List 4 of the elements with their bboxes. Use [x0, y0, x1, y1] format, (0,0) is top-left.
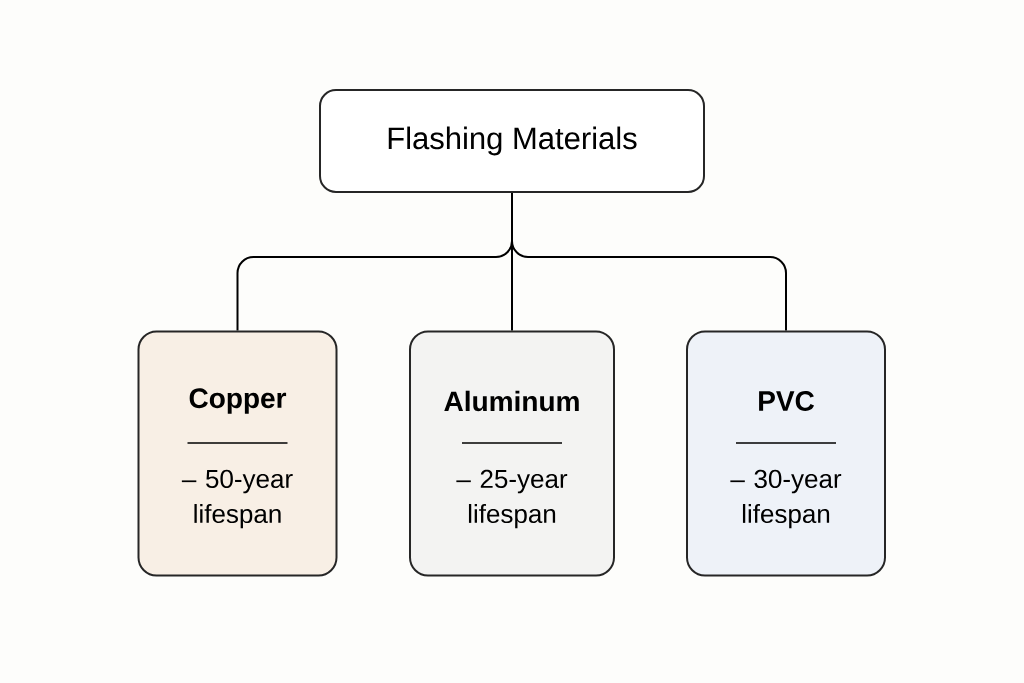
- material-box: Aluminum – 25-year lifespan: [409, 330, 615, 577]
- material-box: PVC – 30-year lifespan: [686, 330, 886, 577]
- material-box: Copper – 50-year lifespan: [137, 330, 338, 577]
- category-box: Flashing Materials: [319, 89, 705, 193]
